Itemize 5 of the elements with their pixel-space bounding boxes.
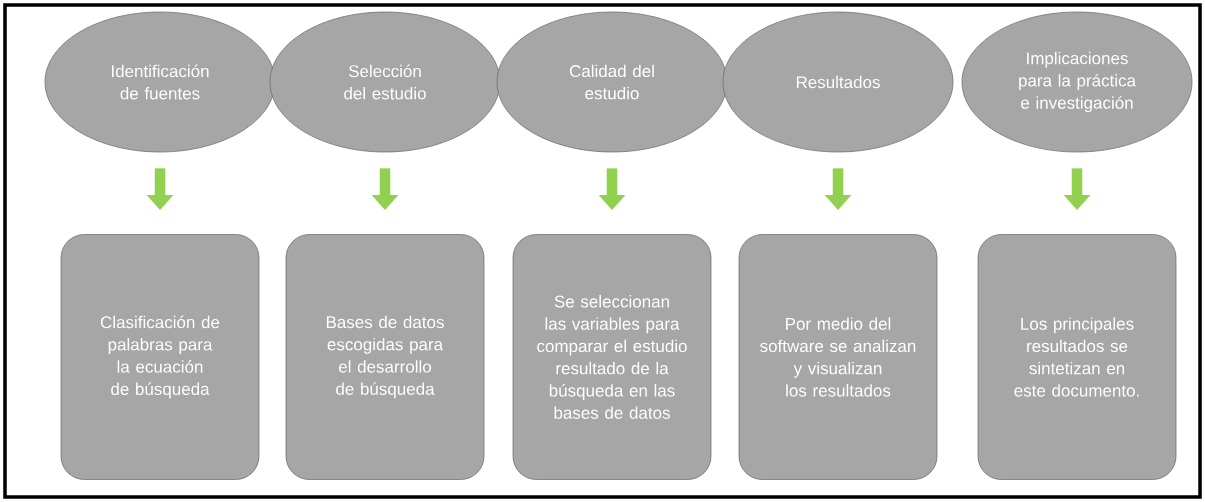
description-box: Bases de datos escogidas para el desarrollo de búsqueda — [285, 234, 485, 480]
description-box: Por medio del software se analizan y visualizan los resultados — [738, 234, 938, 480]
description-box: Clasificación de palabras para la ecuación de búsqueda — [60, 234, 260, 480]
description-box: Se seleccionan las variables para comparar el estudio resultado de la búsqueda en las bases de datos — [512, 234, 712, 480]
description-box: Los principales resultados se sintetizan en este documento. — [977, 234, 1177, 480]
